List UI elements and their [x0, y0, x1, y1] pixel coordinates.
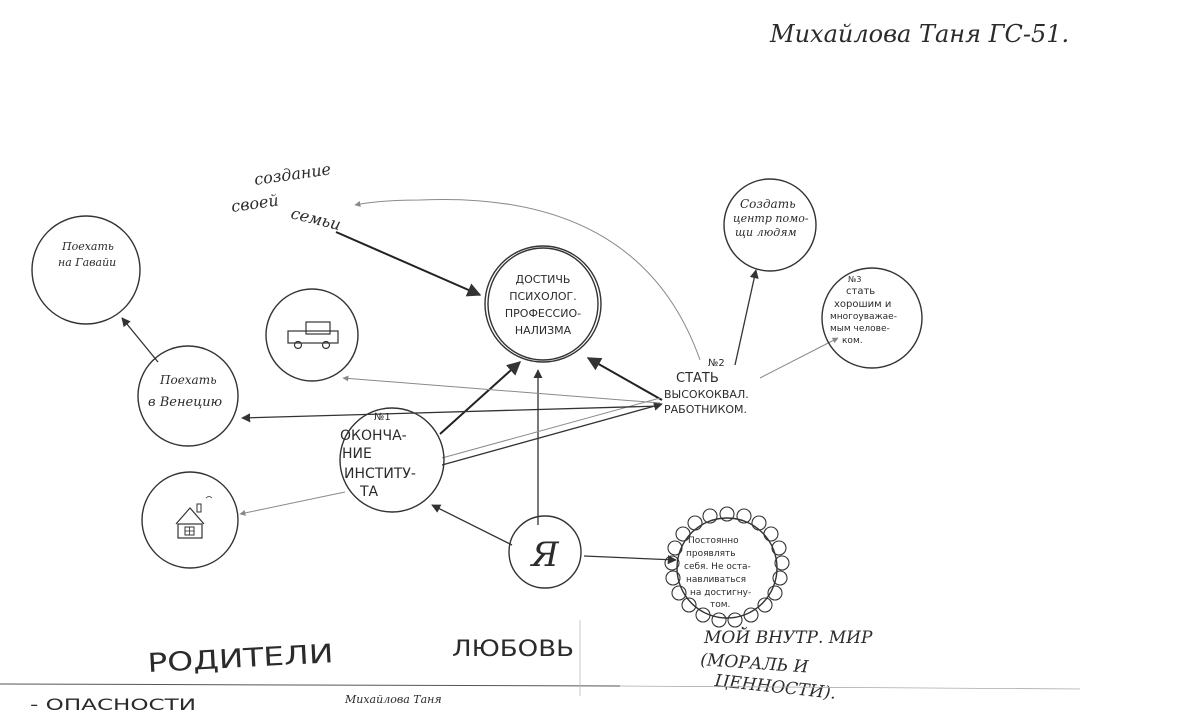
center-node: ДОСТИЧЬ ПСИХОЛОГ. ПРОФЕССИО- НАЛИЗМА: [484, 245, 602, 363]
good-person-line-1: №3: [848, 275, 861, 284]
self-improve-line-1: Постоянно: [688, 536, 739, 546]
footer-divider-1: [0, 683, 621, 687]
scallop-border: [664, 506, 790, 628]
help-center-line-1: Создать: [740, 197, 796, 211]
institute-line-1: №1: [374, 412, 391, 423]
institute-node: №1 ОКОНЧА- НИЕ ИНСТИТУ- ТА: [339, 407, 445, 513]
center-line-1: ДОСТИЧЬ: [516, 273, 571, 286]
footer-divider-2: [619, 685, 1081, 690]
house-node: [141, 471, 239, 569]
footer-dangers: - ОПАСНОСТИ: [30, 695, 196, 714]
center-line-4: НАЛИЗМА: [515, 324, 572, 337]
good-person-line-6: ком.: [842, 336, 863, 346]
good-person-node: №3 стать хорошим и многоуважае- мым чело…: [821, 267, 923, 369]
venice-line-2: в Венецию: [148, 395, 222, 410]
connections: [121, 198, 839, 565]
hawaii-line-2: на Гавайи: [58, 256, 116, 269]
family-node: создание своей семьи: [230, 159, 343, 234]
arrow-worker-to-car: [342, 375, 661, 404]
self-improve-line-4: навливаться: [686, 575, 746, 585]
footer-love: ЛЮБОВЬ: [452, 637, 574, 662]
arrow-institute-to-worker: [441, 401, 663, 466]
good-person-line-4: многоуважае-: [830, 312, 897, 322]
good-person-line-5: мым челове-: [830, 324, 890, 334]
self-improve-line-3: себя. Не оста-: [684, 562, 751, 572]
arrow-me-to-institute: [431, 504, 513, 546]
venice-node: Поехать в Венецию: [137, 345, 239, 447]
family-line-2: своей: [230, 191, 280, 216]
venice-line-1: Поехать: [159, 373, 217, 387]
arrow-worker-to-help-center: [734, 269, 759, 366]
footer-parents: РОДИТЕЛИ: [147, 639, 334, 679]
arrow-institute-to-worker-2: [441, 397, 661, 459]
center-line-2: ПСИХОЛОГ.: [509, 290, 577, 303]
worker-line-2: СТАТЬ: [676, 371, 719, 386]
car-node: [265, 288, 359, 382]
footer: РОДИТЕЛИ ЛЮБОВЬ МОЙ ВНУТР. МИР (МОРАЛЬ И…: [0, 620, 1081, 714]
car-icon: [287, 321, 339, 350]
footer-inner-world-1: МОЙ ВНУТР. МИР: [703, 626, 873, 648]
arrow-worker-to-center: [586, 357, 663, 401]
institute-line-4: ИНСТИТУ-: [344, 466, 416, 482]
arrow-worker-to-venice: [241, 405, 661, 423]
self-improve-line-2: проявлять: [686, 549, 736, 559]
family-line-3: семьи: [289, 203, 343, 234]
house-icon: [175, 496, 213, 539]
arrow-institute-to-house: [239, 491, 346, 516]
arrow-venice-to-hawaii: [121, 317, 159, 363]
institute-line-3: НИЕ: [342, 446, 372, 462]
arrow-family-to-center: [335, 231, 482, 297]
me-label: Я: [529, 535, 559, 575]
me-node: Я: [508, 515, 582, 589]
arrow-worker-to-good-person: [759, 337, 839, 379]
self-improve-node: Постоянно проявлять себя. Не оста- навли…: [664, 506, 790, 628]
worker-line-4: РАБОТНИКОМ.: [664, 403, 747, 416]
institute-line-5: ТА: [359, 484, 379, 500]
hawaii-line-1: Поехать: [61, 240, 114, 253]
footer-signature: Михайлова Таня: [344, 693, 442, 706]
arrow-me-to-self-improve: [583, 555, 677, 565]
good-person-line-2: стать: [846, 286, 875, 297]
help-center-line-3: щи людям: [735, 226, 797, 239]
arrow-worker-to-family: [354, 198, 701, 361]
worker-line-3: ВЫСОКОКВАЛ.: [664, 388, 749, 401]
help-center-node: Создать центр помо- щи людям: [723, 178, 817, 272]
self-improve-line-5: на достигну-: [690, 588, 751, 598]
author-header: Михайлова Таня ГС-51.: [769, 20, 1069, 48]
worker-line-1: №2: [708, 358, 725, 369]
center-line-3: ПРОФЕССИО-: [505, 307, 581, 320]
arrow-institute-to-center: [439, 361, 522, 435]
institute-line-2: ОКОНЧА-: [340, 428, 407, 444]
family-line-1: создание: [253, 159, 332, 189]
worker-node: №2 СТАТЬ ВЫСОКОКВАЛ. РАБОТНИКОМ.: [664, 358, 749, 416]
help-center-line-2: центр помо-: [733, 212, 809, 225]
self-improve-line-6: том.: [710, 600, 730, 610]
good-person-line-3: хорошим и: [834, 299, 891, 310]
hawaii-node: Поехать на Гавайи: [31, 215, 141, 325]
